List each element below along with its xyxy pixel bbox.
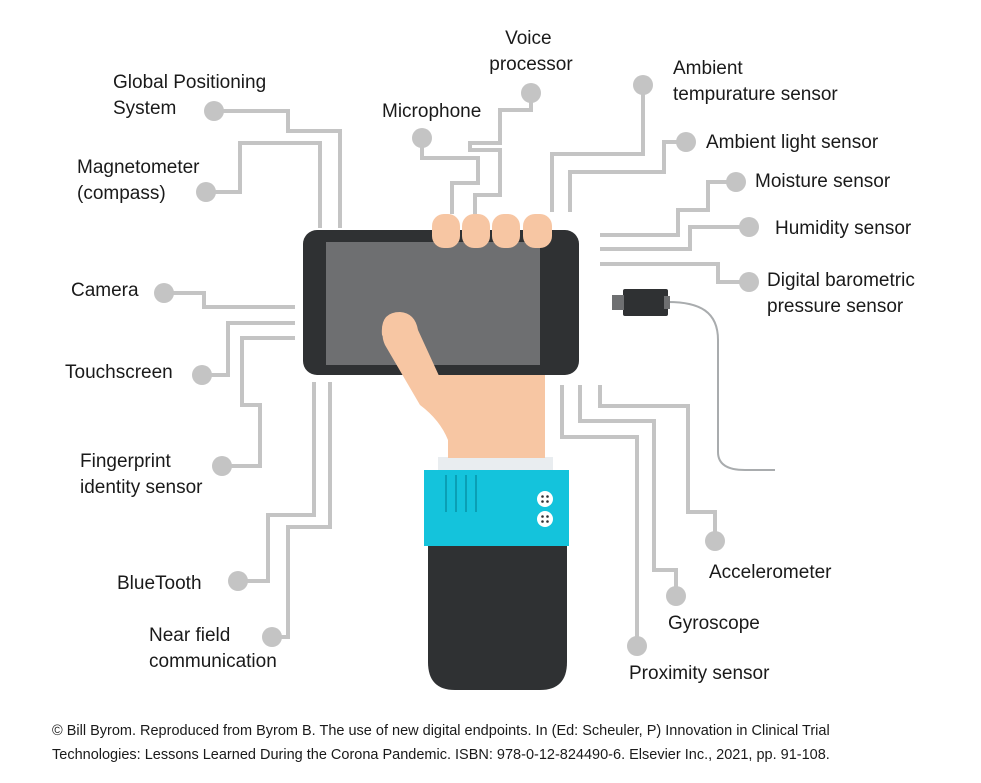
microphone-label: Microphone	[382, 101, 481, 122]
ambient-light-wire	[568, 140, 686, 212]
finger-1	[432, 214, 460, 248]
ambient-temperature-dot	[633, 75, 653, 95]
credit-line-2: Technologies: Lessons Learned During the…	[52, 747, 830, 763]
moisture-wire	[600, 180, 736, 237]
humidity-dot	[739, 217, 759, 237]
usb-cable-wire	[667, 301, 775, 471]
microphone-wire	[420, 138, 480, 214]
magnetometer-dot	[196, 182, 216, 202]
bluetooth-wire	[238, 382, 316, 583]
proximity-wire	[560, 385, 639, 646]
smartphone	[303, 230, 579, 375]
touchscreen-wire	[202, 321, 295, 377]
usb-plug-collar	[664, 296, 670, 309]
nfc-dot	[262, 627, 282, 647]
connector-dots	[154, 75, 759, 656]
fingerprint-label: Fingerprint identity sensor	[80, 451, 203, 498]
humidity-wire	[600, 225, 749, 251]
proximity-label: Proximity sensor	[629, 663, 770, 684]
arm	[424, 457, 569, 690]
magnetometer-label: Magnetometer (compass)	[77, 157, 205, 204]
humidity-label: Humidity sensor	[775, 218, 912, 239]
hand	[381, 214, 552, 458]
accelerometer-wire	[598, 385, 717, 541]
usb-plug-body	[623, 289, 668, 316]
cuff-pleats	[445, 475, 477, 512]
cuff-button-bottom	[537, 511, 553, 527]
finger-2	[462, 214, 490, 248]
phone-screen	[326, 242, 540, 365]
shirt-cuff-edge	[438, 457, 553, 471]
finger-4	[523, 214, 552, 248]
gyroscope-dot	[666, 586, 686, 606]
camera-dot	[154, 283, 174, 303]
barometric-wire	[600, 262, 749, 284]
gps-dot	[204, 101, 224, 121]
touchscreen-dot	[192, 365, 212, 385]
magnetometer-wire	[206, 141, 322, 228]
gyroscope-label: Gyroscope	[668, 613, 760, 634]
proximity-dot	[627, 636, 647, 656]
palm	[382, 321, 545, 458]
voice-processor-dot	[521, 83, 541, 103]
sleeve	[428, 544, 567, 690]
usb-cable	[612, 289, 775, 471]
bluetooth-label: BlueTooth	[117, 573, 202, 594]
ambient-light-dot	[676, 132, 696, 152]
moisture-dot	[726, 172, 746, 192]
gps-label: Global Positioning System	[113, 72, 271, 119]
labels: Global Positioning System Magnetometer (…	[65, 28, 920, 684]
finger-3	[492, 214, 520, 248]
bluetooth-dot	[228, 571, 248, 591]
nfc-label: Near field communication	[149, 625, 277, 672]
voice-processor-wire	[468, 93, 533, 214]
copyright-credit: © Bill Byrom. Reproduced from Byrom B. T…	[52, 719, 972, 767]
touchscreen-label: Touchscreen	[65, 362, 173, 383]
fingerprint-dot	[212, 456, 232, 476]
barometric-dot	[739, 272, 759, 292]
camera-label: Camera	[71, 280, 139, 301]
gps-wire	[214, 109, 342, 228]
barometric-label: Digital barometric pressure sensor	[767, 270, 920, 317]
camera-wire	[164, 291, 295, 309]
accelerometer-label: Accelerometer	[709, 562, 832, 583]
connector-wires	[164, 85, 749, 646]
ambient-temperature-wire	[550, 85, 645, 212]
usb-plug-tip	[612, 295, 624, 310]
voice-processor-label: Voice processor	[489, 28, 573, 75]
gyroscope-wire	[578, 385, 678, 596]
ambient-light-label: Ambient light sensor	[706, 132, 879, 153]
nfc-wire	[272, 382, 332, 639]
fingerprint-wire	[222, 336, 295, 468]
accelerometer-dot	[705, 531, 725, 551]
thumb	[381, 312, 440, 392]
cuff-button-top	[537, 491, 553, 507]
credit-line-1: © Bill Byrom. Reproduced from Byrom B. T…	[52, 723, 830, 739]
ambient-temperature-label: Ambient tempurature sensor	[673, 58, 838, 105]
moisture-label: Moisture sensor	[755, 171, 891, 192]
microphone-dot	[412, 128, 432, 148]
shirt-cuff	[424, 470, 569, 546]
